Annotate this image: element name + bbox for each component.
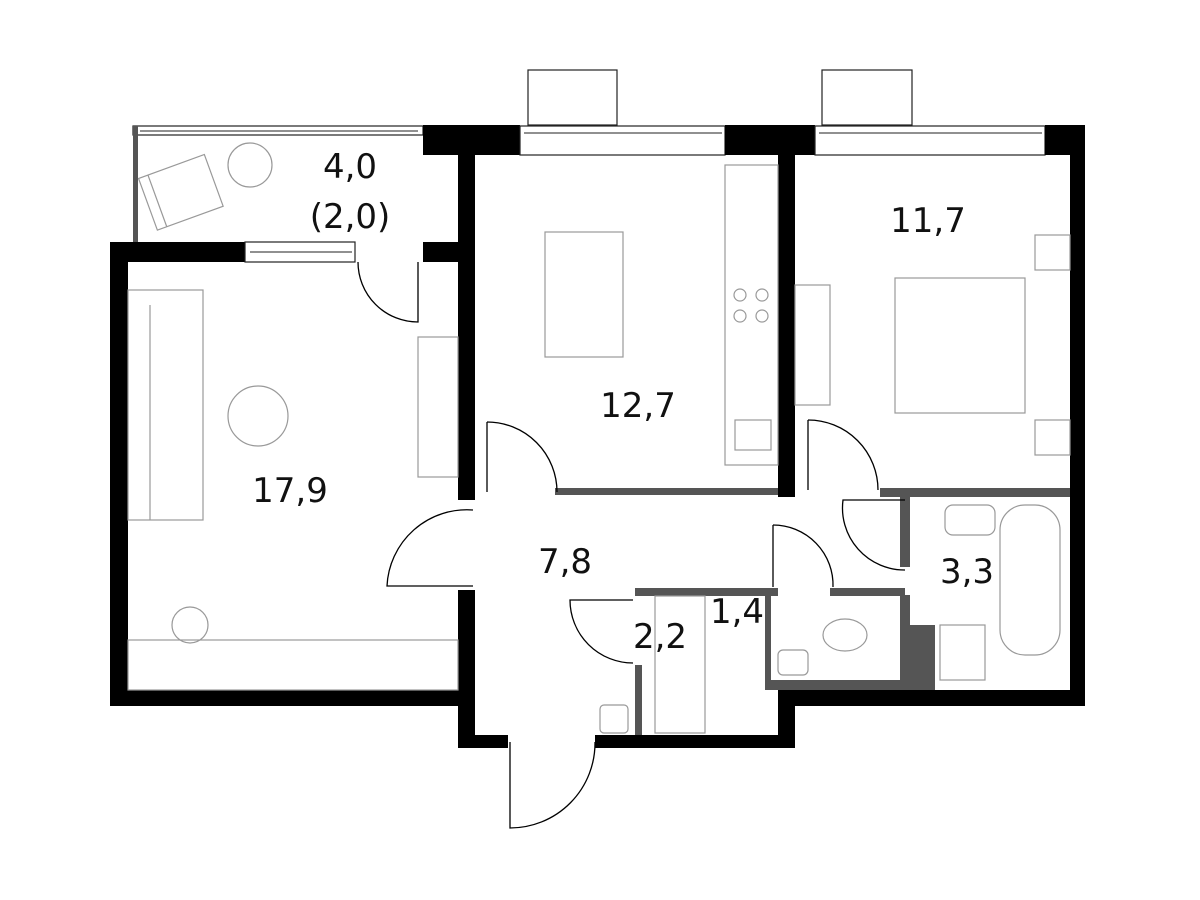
toilet-area: 1,4 [710, 592, 764, 632]
bed-icon [894, 277, 1026, 414]
outdoor-unit [821, 69, 913, 126]
coffee-table-icon [227, 385, 289, 447]
doors [357, 261, 906, 829]
bedroom-area: 11,7 [890, 201, 966, 241]
desk-icon [127, 639, 459, 691]
washing-machine-icon [939, 624, 986, 681]
kitchen-counter-icon [724, 164, 779, 466]
armchair-icon [137, 153, 224, 231]
bathtub-icon [999, 504, 1061, 656]
stove-icon [733, 288, 747, 302]
sofa-icon [127, 289, 204, 521]
furniture [127, 164, 1071, 734]
tv-stand-icon [417, 336, 459, 478]
wardrobe-icon [794, 284, 831, 406]
bathroom-area: 3,3 [940, 552, 994, 592]
dining-table-icon [544, 231, 624, 358]
kitchen-area: 12,7 [600, 386, 676, 426]
nightstand-icon [1034, 234, 1071, 271]
toilet-sink-icon [777, 649, 809, 676]
shelves-icon [654, 595, 706, 734]
balcony-area-reduced: (2,0) [310, 197, 391, 237]
walls [110, 125, 1085, 748]
chair-icon [171, 606, 209, 644]
living-room-area: 17,9 [252, 471, 328, 511]
outdoor-unit [527, 69, 618, 126]
sink-icon [734, 419, 772, 451]
hallway-area: 7,8 [538, 542, 592, 582]
table-icon [227, 142, 273, 188]
toilet-icon [822, 618, 868, 652]
washbasin-icon [944, 504, 996, 536]
storage-area: 2,2 [633, 617, 687, 657]
nightstand-icon [1034, 419, 1071, 456]
balcony-area: 4,0 [323, 147, 377, 187]
storage-box-icon [599, 704, 629, 734]
partitions [555, 488, 1070, 735]
